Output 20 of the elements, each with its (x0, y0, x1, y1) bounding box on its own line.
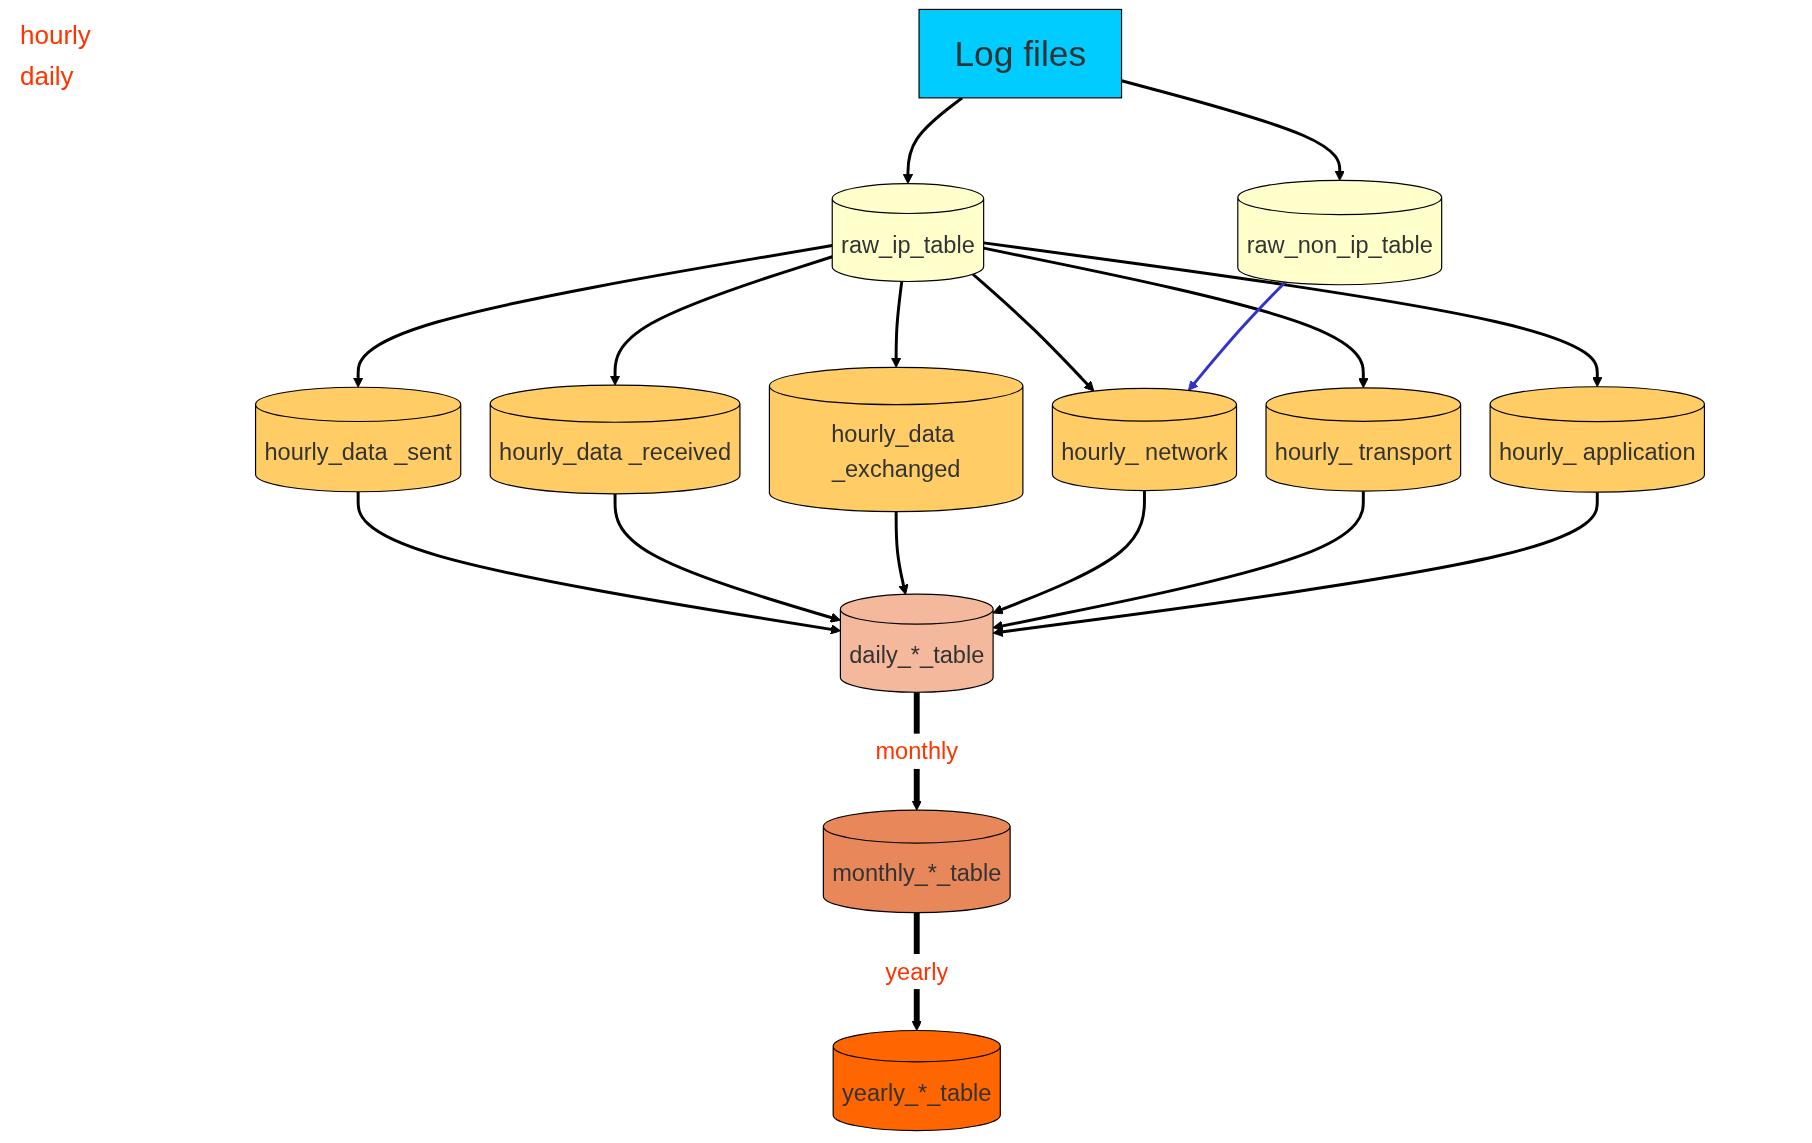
edge-label: monthly (875, 738, 959, 765)
arrow (992, 492, 1599, 637)
arrow (983, 246, 1369, 389)
arrow (1121, 79, 1345, 181)
arrow (890, 281, 904, 368)
edge-label: yearly (885, 958, 949, 985)
arrow (613, 493, 841, 623)
arrow (992, 490, 1146, 615)
annotation-text: hourly (20, 20, 91, 51)
arrow (894, 511, 909, 595)
node-box: Log files (918, 8, 1123, 99)
arrow (609, 255, 833, 386)
arrow (352, 244, 833, 388)
arrow (356, 491, 841, 635)
arrow (1187, 281, 1287, 391)
arrow (992, 491, 1365, 631)
arrow (902, 96, 964, 185)
arrow (971, 273, 1095, 392)
arrow (983, 241, 1603, 388)
annotation-text: daily (20, 61, 75, 92)
